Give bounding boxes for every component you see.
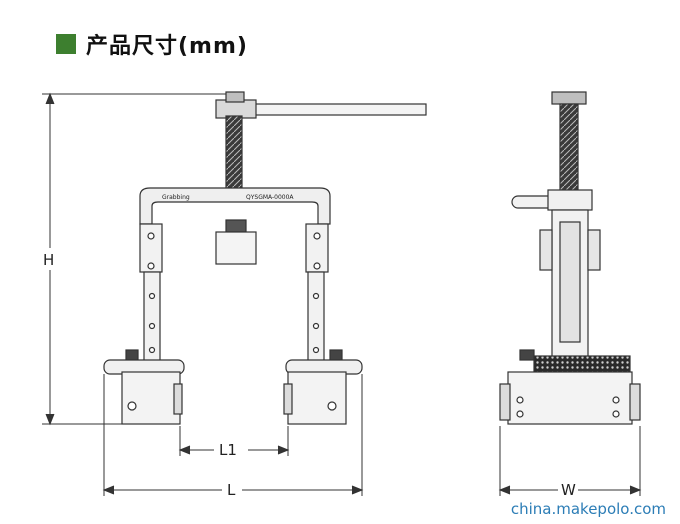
watermark: china.makepolo.com [510,500,666,518]
side-lead-screw [559,103,579,195]
label-W: W [561,481,576,499]
heading-bullet [56,34,76,54]
label-L1: L1 [219,441,237,459]
handle-bar [249,103,427,116]
label-H: H [43,251,54,269]
side-gripper-pad [533,355,631,373]
label-L: L [227,481,236,499]
left-foot [103,359,185,425]
right-foot [283,359,363,425]
side-view [499,91,641,425]
lead-screw [225,115,243,193]
heading: 产品尺寸(mm) [56,28,248,60]
dimension-lines [42,92,642,496]
brand-plate: Grabbing [162,194,190,201]
model-plate: QYSGMA-0000A [246,194,294,201]
heading-title: 产品尺寸(mm) [86,34,248,59]
center-clamp [215,231,257,265]
front-view: Grabbing QYSGMA-0000A [103,91,427,425]
